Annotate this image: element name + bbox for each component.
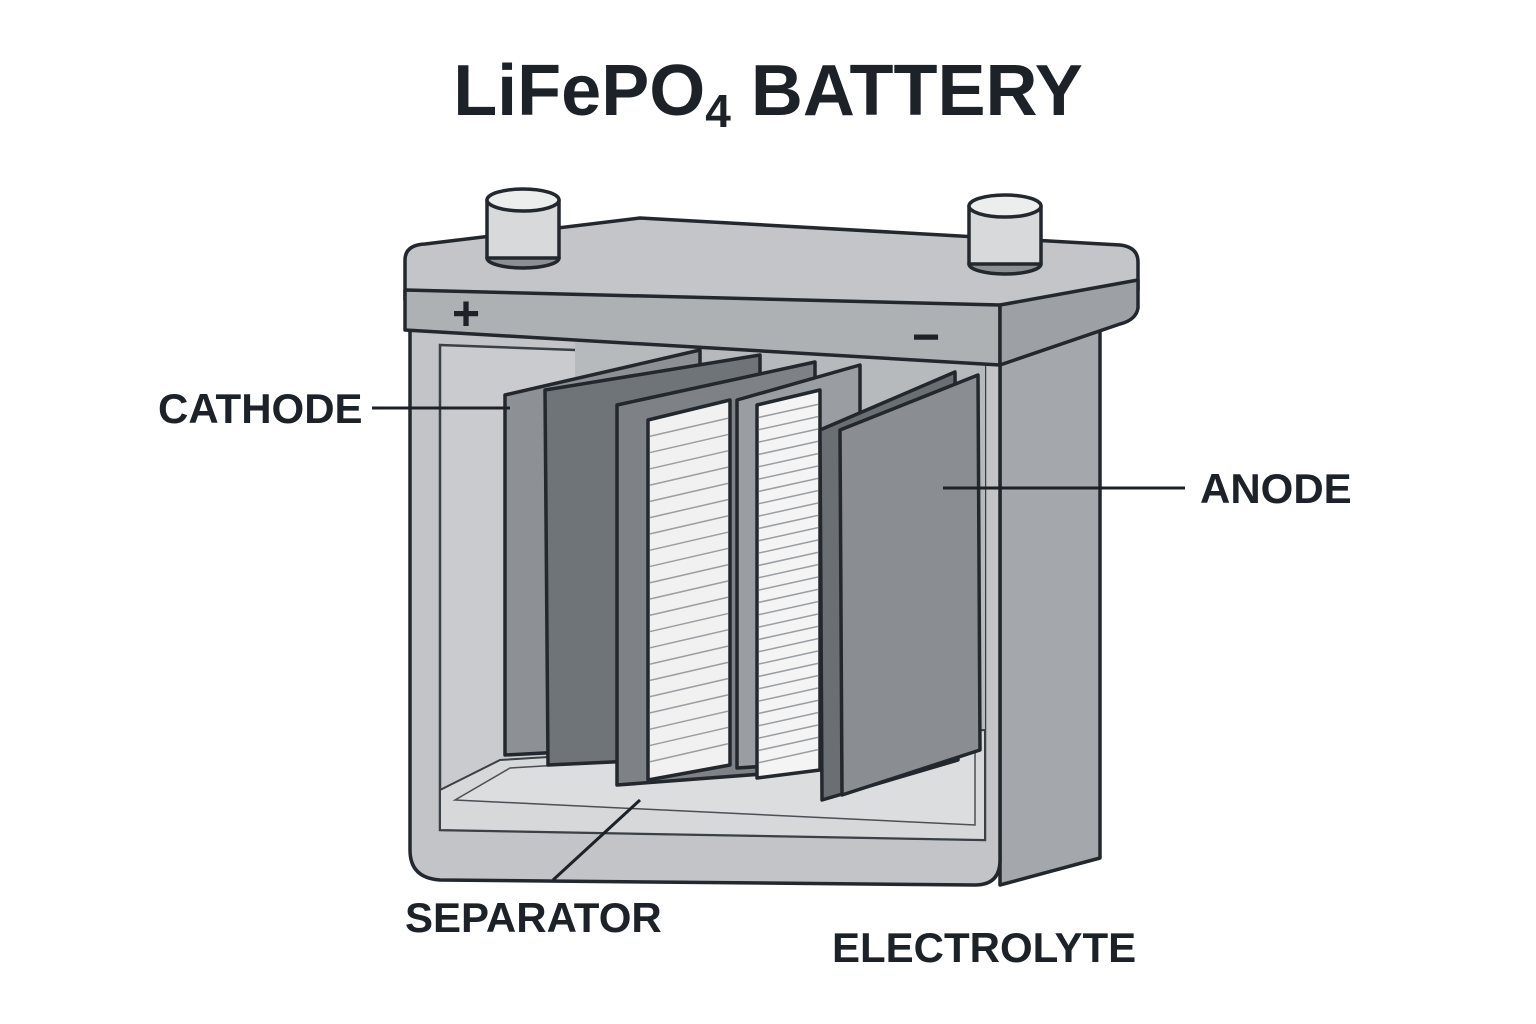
separator-stripe (649, 547, 729, 568)
title-subscript: 4 (705, 85, 731, 137)
cathode-label: CATHODE (158, 385, 363, 432)
separator-stripe (649, 612, 729, 633)
separator-stripe (649, 742, 729, 763)
separator-stripe (649, 450, 729, 470)
positive-symbol: + (452, 288, 480, 341)
separator-stripe (758, 514, 819, 530)
title-main: LiFePO (453, 51, 705, 131)
separator-label: SEPARATOR (405, 894, 662, 941)
separator-stripe (649, 498, 729, 519)
separator-stripe (758, 600, 819, 616)
separator-stripe (649, 417, 729, 438)
separator-stripe (758, 576, 819, 591)
electrolyte-label: ELECTROLYTE (832, 924, 1136, 971)
separator-stripe (649, 726, 729, 747)
separator-stripe (758, 415, 819, 431)
separator-stripe (758, 736, 819, 752)
separator-stripe (649, 661, 729, 682)
separator-stripe (758, 650, 819, 665)
separator-stripe (758, 625, 819, 641)
separator-stripe (649, 596, 729, 617)
separator-stripe (649, 629, 729, 649)
case-right-side (998, 316, 1102, 887)
separator-leader-line (551, 798, 642, 882)
negative-terminal (967, 193, 1043, 276)
separator-stripe (758, 674, 819, 690)
separator-stripe (758, 748, 819, 764)
separator-stripe (758, 465, 819, 480)
separator-sheet-2-stripes (758, 403, 819, 764)
separator-stripe (758, 613, 819, 628)
separator-stripe (649, 531, 729, 551)
separator-stripe (758, 539, 819, 554)
separator-stripe (649, 433, 729, 454)
separator-stripe (758, 687, 819, 702)
title-suffix: BATTERY (731, 51, 1083, 131)
lid-side (998, 278, 1140, 367)
separator-stripe (758, 637, 819, 653)
diagram-title: LiFePO4 BATTERY (453, 51, 1083, 137)
separator-stripe (649, 694, 729, 714)
separator-stripe (649, 466, 729, 486)
separator-stripe (758, 477, 819, 493)
separator-stripe (758, 563, 819, 579)
separator-stripe (758, 428, 819, 443)
positive-terminal (485, 187, 561, 270)
separator-stripe (649, 563, 729, 584)
separator-stripe (758, 502, 819, 517)
negative-symbol: − (912, 311, 940, 364)
separator-stripe (649, 710, 729, 730)
separator-stripe (758, 662, 819, 678)
anode-label: ANODE (1200, 465, 1352, 512)
separator-stripe (649, 580, 729, 600)
separator-stripe (758, 551, 819, 567)
separator-stripe (649, 677, 729, 698)
separator-stripe (758, 699, 819, 715)
separator-sheet-stripes (649, 417, 729, 763)
lid-top (403, 216, 1140, 312)
separator-stripe (758, 489, 819, 505)
separator-stripe (758, 526, 819, 542)
separator-stripe (758, 452, 819, 468)
separator-stripe (758, 711, 819, 727)
separator-stripe (649, 482, 729, 503)
battery-lid (403, 216, 1140, 367)
separator-stripe (758, 588, 819, 604)
separator-stripe (649, 515, 729, 535)
separator-stripe (758, 724, 819, 739)
separator-stripe (758, 403, 819, 419)
electrode-stack (503, 348, 982, 802)
anode-plate (838, 373, 982, 797)
separator-stripe (649, 645, 729, 665)
separator-stripe (758, 440, 819, 456)
